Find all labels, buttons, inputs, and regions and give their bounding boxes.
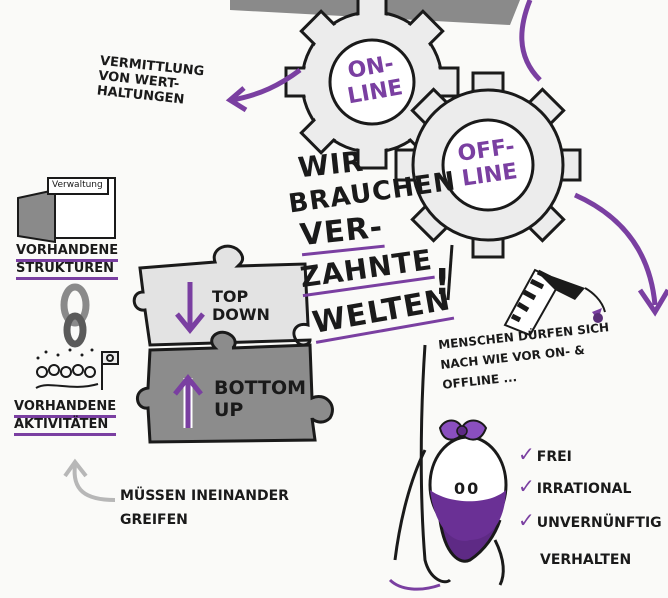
- top-connector-arrow: [519, 0, 542, 82]
- puzzle-top-down: [132, 244, 312, 347]
- aktivitaeten-line-1: VORHANDENE: [14, 399, 117, 418]
- aktivitaeten-text: VORHANDENE AKTIVITÄTEN: [14, 399, 117, 436]
- exclaim-stroke: [446, 244, 454, 301]
- gear-offline-label: OFF- LINE: [456, 134, 520, 192]
- muessen-line-1: MÜSSEN INEINANDER: [120, 488, 289, 504]
- strukturen-text: VORHANDENE STRUKTUREN: [16, 243, 119, 280]
- arrowhead-vermittlung: [225, 86, 248, 113]
- character-eyes: 00: [454, 479, 481, 498]
- check-frei-label: FREI: [536, 449, 572, 465]
- strukturen-line-1: VORHANDENE: [16, 243, 119, 262]
- check-frei: ✓FREI: [518, 442, 572, 466]
- checkmark-icon: ✓: [518, 474, 535, 498]
- exclaim-text: !: [434, 262, 452, 303]
- check-unvernuenftig: ✓UNVERNÜNFTIG: [518, 508, 662, 532]
- arrowhead-menschen: [637, 288, 668, 317]
- check-unvernuenftig-label: UNVERNÜNFTIG: [536, 515, 662, 531]
- top-down-line-1: TOP: [212, 287, 249, 306]
- gear-offline-icon: [394, 71, 582, 259]
- top-down-label: TOP DOWN: [212, 287, 270, 325]
- arrow-up-icon: [173, 374, 203, 428]
- character-icon: [388, 344, 508, 591]
- aktivitaeten-line-2: AKTIVITÄTEN: [14, 417, 117, 436]
- arrow-down-icon: [175, 282, 205, 334]
- strukturen-line-2: STRUKTUREN: [16, 261, 119, 280]
- chain-icon: [60, 283, 90, 348]
- crowd-icon: [35, 351, 119, 390]
- arrow-to-vermittlung: [231, 67, 302, 103]
- check-irrational-label: IRRATIONAL: [536, 481, 632, 497]
- top-down-line-2: DOWN: [212, 305, 270, 325]
- bottom-up-line-1: BOTTOM: [214, 377, 307, 399]
- check-irrational: ✓IRRATIONAL: [518, 474, 631, 498]
- arrow-to-menschen: [573, 192, 658, 306]
- muessen-line-2: GREIFEN: [120, 512, 188, 529]
- muessen-text: MÜSSEN INEINANDER GREIFEN: [120, 488, 289, 528]
- checkmark-icon: ✓: [518, 442, 535, 466]
- curved-arrow-icon: [72, 464, 116, 502]
- curved-arrowhead-icon: [63, 458, 88, 478]
- verwaltung-sign: Verwaltung: [52, 180, 103, 190]
- door-icon: [17, 177, 116, 244]
- verhalten-text: VERHALTEN: [540, 552, 632, 568]
- wir-text: WIR: [296, 144, 366, 185]
- dots-icon: [36, 348, 94, 360]
- striped-leg-icon: [503, 268, 606, 337]
- bottom-up-label: BOTTOM UP: [214, 377, 307, 422]
- checkmark-icon: ✓: [518, 508, 535, 532]
- bottom-up-line-2: UP: [214, 398, 244, 421]
